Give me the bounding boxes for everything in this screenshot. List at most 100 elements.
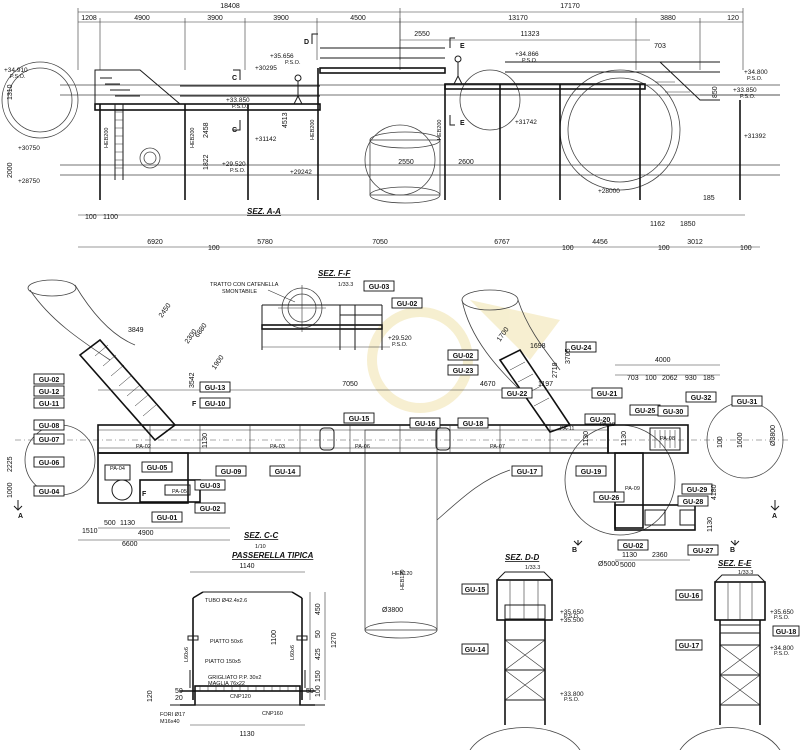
gu-tag-label: GU-05 [147, 465, 168, 472]
gu-tag-label: GU-14 [275, 469, 296, 476]
gu-tag: GU-01 [151, 511, 183, 523]
gu-tag: GU-14 [461, 643, 489, 655]
gu-tag: GU-07 [33, 433, 65, 445]
gu-tag-label: GU-03 [200, 483, 221, 490]
gu-tag: GU-22 [501, 387, 533, 399]
dim: 703 [654, 43, 666, 50]
dim: 2718 [552, 362, 559, 378]
level-marker: +29.520 [222, 161, 246, 168]
dim: 1130 [202, 433, 209, 448]
pa-tag: PA-07 [490, 444, 505, 450]
gu-tag-label: GU-22 [507, 391, 528, 398]
dim: 4513 [282, 112, 289, 128]
level-marker: +30750 [18, 145, 40, 152]
pso-label: P.S.O. [564, 697, 580, 703]
pa-tag: PA-06 [355, 444, 370, 450]
heb-label: HEB120 [392, 571, 413, 577]
dim: 5000 [620, 562, 636, 569]
gu-tag-label: GU-02 [453, 353, 474, 360]
level-marker: +34.866 [515, 51, 539, 58]
dim: 120 [147, 690, 154, 702]
section-f-f [261, 285, 390, 350]
section-letter: A [18, 513, 23, 520]
level-marker: +29.520 [388, 335, 412, 342]
level-marker: +31742 [515, 119, 537, 126]
gu-tag-label: GU-17 [679, 643, 700, 650]
dim: 1130 [621, 431, 628, 446]
gu-tag: GU-06 [33, 456, 65, 468]
section-letter: C [232, 75, 237, 82]
top-dim-2: 17170 [560, 3, 580, 10]
dim: 11323 [521, 31, 540, 38]
pa-tag-group: PA-02 PA-03 PA-04 PA-05 PA-06 PA-07 PA-0… [110, 422, 675, 495]
gu-tag: GU-13 [199, 381, 231, 393]
pso-label: P.S.O. [747, 76, 763, 82]
dim: 6920 [147, 239, 163, 246]
gu-tag: GU-09 [215, 465, 247, 477]
level-marker: +30295 [255, 65, 277, 72]
section-letter: B [730, 547, 735, 554]
cc-label: TUBO Ø42.4x2.6 [205, 598, 247, 604]
section-arrow [449, 37, 455, 48]
section-title-ff: SEZ. F-F [318, 269, 352, 278]
dim: 703 [627, 375, 639, 382]
section-letter: E [460, 120, 465, 127]
heb-label: HEB200 [104, 128, 110, 149]
dim: 100 [658, 245, 670, 252]
dim: 100 [717, 436, 724, 448]
person-figure [293, 74, 303, 105]
section-letter: F [192, 401, 197, 408]
pa-tag: PA-11 [560, 426, 574, 432]
dim: 1310 [7, 84, 14, 100]
dim: 50 [306, 688, 314, 695]
section-letter: B [572, 547, 577, 554]
top-dim-1: 18408 [220, 3, 240, 10]
pa-tag: PA-05 [172, 489, 187, 495]
pa-tag: PA-10 [600, 422, 615, 428]
dim: 1130 [583, 431, 590, 446]
section-arrow [233, 69, 241, 80]
gu-tag-label: GU-02 [39, 377, 60, 384]
section-arrow [233, 120, 241, 131]
dim: 1850 [680, 221, 696, 228]
gu-tag: GU-03 [363, 280, 395, 292]
ff-note-line: TRATTO CON CATENELLA [210, 282, 279, 288]
person-figure [453, 55, 463, 85]
level-marker: +33.800 [560, 691, 584, 698]
dim: 1140 [239, 563, 254, 570]
gu-tag-label: GU-32 [691, 395, 712, 402]
level-marker: +35.650 [560, 609, 584, 616]
gu-tag-label: GU-12 [39, 389, 60, 396]
diameter-label: Ø3800 [382, 607, 403, 614]
dim: 100 [208, 245, 220, 252]
level-marker: +35.500 [560, 617, 584, 624]
dim: 4456 [592, 239, 608, 246]
gu-tag: GU-17 [675, 639, 703, 651]
dim: 1600 [737, 432, 744, 448]
gu-tag: GU-19 [575, 465, 607, 477]
gu-tag: GU-18 [457, 417, 489, 429]
gu-tag-label: GU-16 [415, 421, 436, 428]
dim: 50 [315, 630, 322, 638]
gu-tag-label: GU-14 [465, 647, 486, 654]
dim: 1822 [203, 154, 210, 170]
dim: 2000 [7, 162, 14, 178]
dim: 185 [703, 195, 715, 202]
pa-tag: PA-08 [660, 436, 675, 442]
gu-tag: GU-02 [391, 297, 423, 309]
section-c-c-text: SEZ. C-C 1/10 PASSERELLA TIPICA TUBO Ø42… [147, 531, 338, 738]
dim: 1100 [271, 630, 278, 645]
dim: 7050 [372, 239, 388, 246]
section-title-ee: SEZ. E-E [718, 559, 752, 568]
level-marker: +33.850 [226, 97, 250, 104]
gu-tag-label: GU-02 [397, 301, 418, 308]
dim: 930 [685, 375, 697, 382]
dim: 1270 [331, 632, 338, 648]
pso-label: P.S.O. [230, 168, 246, 174]
gu-tag-label: GU-23 [453, 368, 474, 375]
level-marker: +34.800 [770, 645, 794, 652]
dim: 4180 [711, 484, 718, 500]
pso-label: P.S.O. [774, 615, 790, 621]
dim: 450 [315, 603, 322, 615]
